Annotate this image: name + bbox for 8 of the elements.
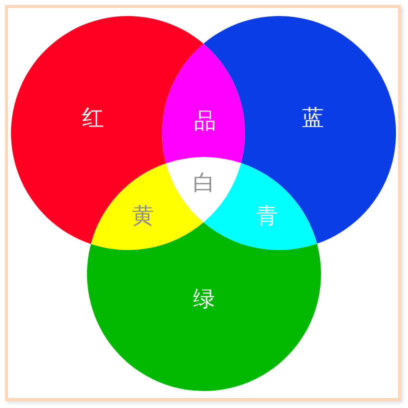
region-label: 青 bbox=[256, 206, 278, 228]
region-label: 蓝 bbox=[302, 108, 324, 130]
region-label: 绿 bbox=[193, 289, 215, 311]
region-label: 黄 bbox=[132, 206, 154, 228]
venn-overlap bbox=[161, 44, 246, 164]
region-label: 白 bbox=[193, 173, 215, 195]
region-label: 红 bbox=[82, 108, 104, 130]
region-label: 品 bbox=[194, 111, 216, 133]
